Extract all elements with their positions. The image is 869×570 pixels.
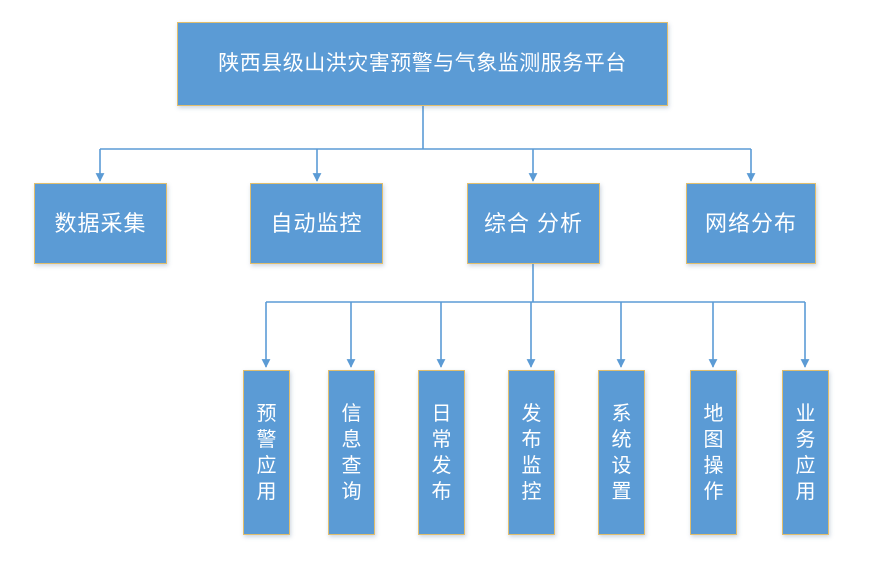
node-leaf-label: 系统设置 [611, 402, 632, 503]
node-root[interactable]: 陕西县级山洪灾害预警与气象监测服务平台 [177, 22, 668, 106]
node-leaf-label: 业务应用 [795, 402, 816, 503]
node-level2-auto-monitoring[interactable]: 自动监控 [250, 183, 383, 264]
node-leaf-daily-release[interactable]: 日常发布 [418, 370, 465, 535]
node-leaf-label: 预警应用 [256, 402, 277, 503]
node-leaf-business-application[interactable]: 业务应用 [782, 370, 829, 535]
node-leaf-label: 日常发布 [431, 402, 452, 503]
node-leaf-release-monitoring[interactable]: 发布监控 [508, 370, 555, 535]
node-leaf-map-operation[interactable]: 地图操作 [690, 370, 737, 535]
node-level2-comprehensive-analysis[interactable]: 综合 分析 [467, 183, 600, 264]
node-leaf-system-settings[interactable]: 系统设置 [598, 370, 645, 535]
node-leaf-label: 信息查询 [341, 402, 362, 503]
node-leaf-label: 发布监控 [521, 402, 542, 503]
node-level2-network-distribution[interactable]: 网络分布 [686, 183, 816, 264]
node-leaf-information-query[interactable]: 信息查询 [328, 370, 375, 535]
node-leaf-label: 地图操作 [703, 402, 724, 503]
node-leaf-warning-application[interactable]: 预警应用 [243, 370, 290, 535]
node-level2-data-collection[interactable]: 数据采集 [34, 183, 167, 264]
